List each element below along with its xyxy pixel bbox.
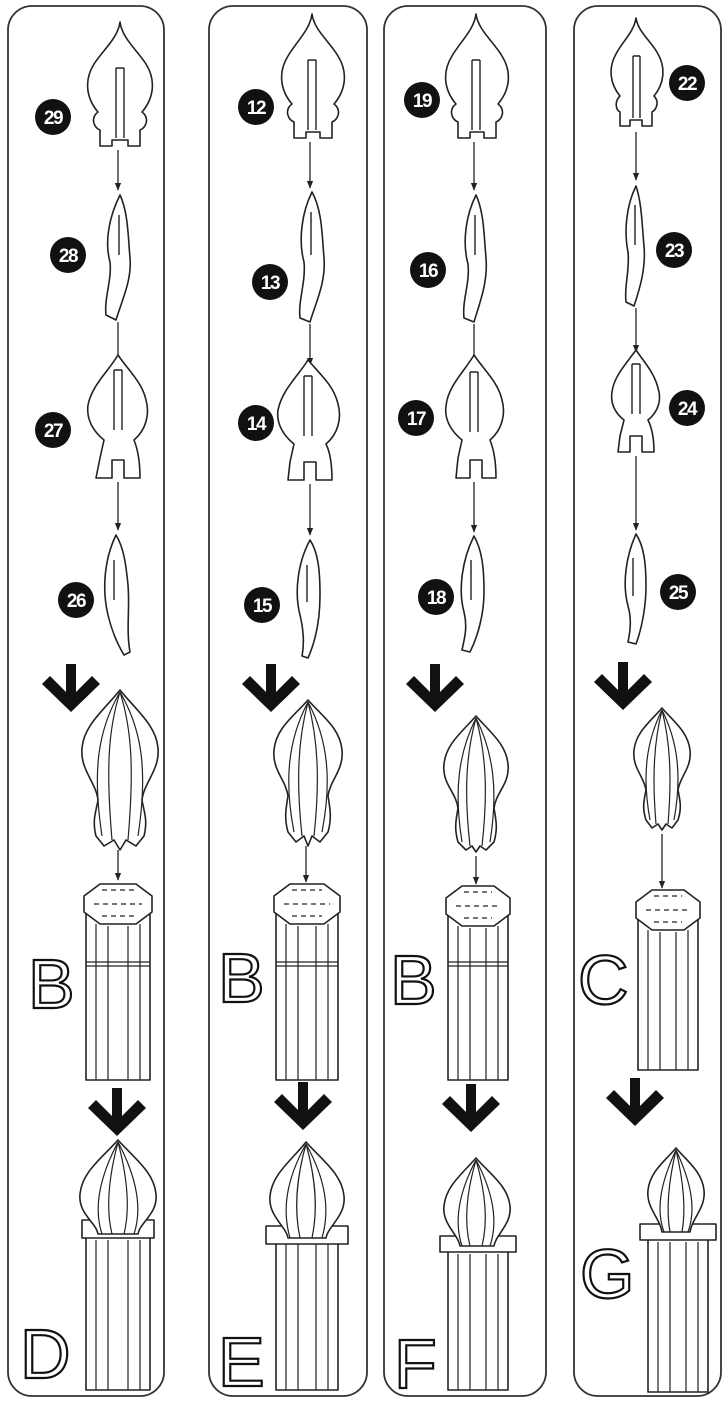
part-number-badge: 23 bbox=[656, 232, 692, 268]
finial-piece-side bbox=[462, 194, 488, 323]
next-step-arrow bbox=[242, 664, 300, 712]
part-number-text: 22 bbox=[678, 74, 697, 95]
part-number-text: 15 bbox=[253, 596, 273, 617]
part-number-badge: 27 bbox=[35, 412, 71, 448]
part-number-badge: 28 bbox=[50, 237, 86, 273]
octagonal-column bbox=[273, 883, 341, 1081]
assembled-finial bbox=[81, 689, 159, 851]
part-number-badge: 15 bbox=[244, 587, 280, 623]
assembled-column-with-finial bbox=[79, 1139, 157, 1391]
assembled-finial bbox=[443, 715, 509, 853]
part-number-text: 25 bbox=[669, 583, 689, 604]
assembled-finial bbox=[273, 699, 343, 847]
part-number-text: 14 bbox=[247, 414, 267, 435]
result-label: G bbox=[580, 1235, 634, 1313]
part-number-text: 17 bbox=[407, 409, 426, 430]
assembled-finial bbox=[633, 707, 691, 831]
part-number-badge: 22 bbox=[669, 65, 705, 101]
next-step-arrow bbox=[274, 1082, 332, 1130]
part-number-badge: 19 bbox=[404, 82, 440, 118]
part-number-text: 24 bbox=[678, 399, 698, 420]
base-label: B bbox=[390, 941, 437, 1019]
assembled-column-with-finial bbox=[639, 1147, 717, 1393]
part-number-text: 16 bbox=[419, 261, 438, 282]
next-step-arrow bbox=[88, 1088, 146, 1136]
column-2: 12 13 14 15 bbox=[217, 13, 349, 1402]
next-step-arrow bbox=[594, 662, 652, 710]
part-number-text: 23 bbox=[665, 241, 684, 262]
finial-piece-side bbox=[624, 533, 647, 645]
finial-piece-flat bbox=[86, 21, 154, 147]
base-label: B bbox=[218, 939, 265, 1017]
octagonal-column bbox=[83, 883, 153, 1081]
part-number-badge: 18 bbox=[418, 579, 454, 615]
finial-piece-side bbox=[460, 535, 485, 653]
finial-piece-flat bbox=[86, 354, 149, 479]
part-number-badge: 29 bbox=[35, 99, 71, 135]
finial-piece-side bbox=[103, 534, 131, 656]
finial-piece-flat bbox=[276, 359, 341, 481]
finial-piece-side bbox=[296, 539, 321, 659]
column-4: 22 23 24 25 bbox=[577, 17, 717, 1393]
part-number-text: 19 bbox=[413, 91, 432, 112]
base-label: B bbox=[28, 945, 75, 1023]
part-number-badge: 26 bbox=[58, 582, 94, 618]
part-number-badge: 25 bbox=[660, 574, 696, 610]
finial-piece-side bbox=[624, 185, 646, 307]
part-number-text: 18 bbox=[427, 588, 446, 609]
next-step-arrow bbox=[42, 664, 100, 712]
finial-piece-side bbox=[298, 191, 326, 323]
finial-piece-flat bbox=[280, 13, 346, 139]
column-3: 19 16 17 18 bbox=[389, 13, 517, 1402]
part-number-text: 29 bbox=[44, 108, 63, 129]
next-step-arrow bbox=[406, 664, 464, 712]
finial-piece-flat bbox=[444, 13, 510, 139]
part-number-badge: 13 bbox=[252, 264, 288, 300]
octagonal-column bbox=[445, 885, 511, 1081]
part-number-text: 26 bbox=[67, 591, 86, 612]
finial-piece-flat bbox=[610, 349, 661, 453]
part-number-badge: 12 bbox=[238, 89, 274, 125]
assembled-column-with-finial bbox=[439, 1157, 517, 1391]
finial-piece-flat bbox=[610, 17, 664, 127]
next-step-arrow bbox=[606, 1078, 664, 1126]
part-number-text: 28 bbox=[59, 246, 78, 267]
part-number-badge: 24 bbox=[669, 390, 705, 426]
octagonal-column bbox=[635, 889, 701, 1071]
next-step-arrow bbox=[442, 1084, 500, 1132]
result-label: F bbox=[394, 1325, 437, 1402]
part-number-badge: 16 bbox=[410, 252, 446, 288]
finial-piece-side bbox=[104, 194, 132, 321]
assembled-column-with-finial bbox=[265, 1141, 349, 1391]
part-number-text: 13 bbox=[261, 273, 280, 294]
part-number-badge: 14 bbox=[238, 405, 274, 441]
part-number-badge: 17 bbox=[398, 400, 434, 436]
result-label: E bbox=[218, 1323, 265, 1401]
part-number-text: 12 bbox=[247, 98, 266, 119]
finial-piece-flat bbox=[444, 354, 505, 479]
part-number-text: 27 bbox=[44, 421, 63, 442]
base-label: C bbox=[578, 941, 629, 1019]
column-1: 29 28 27 26 bbox=[19, 21, 159, 1394]
result-label: D bbox=[20, 1315, 71, 1393]
